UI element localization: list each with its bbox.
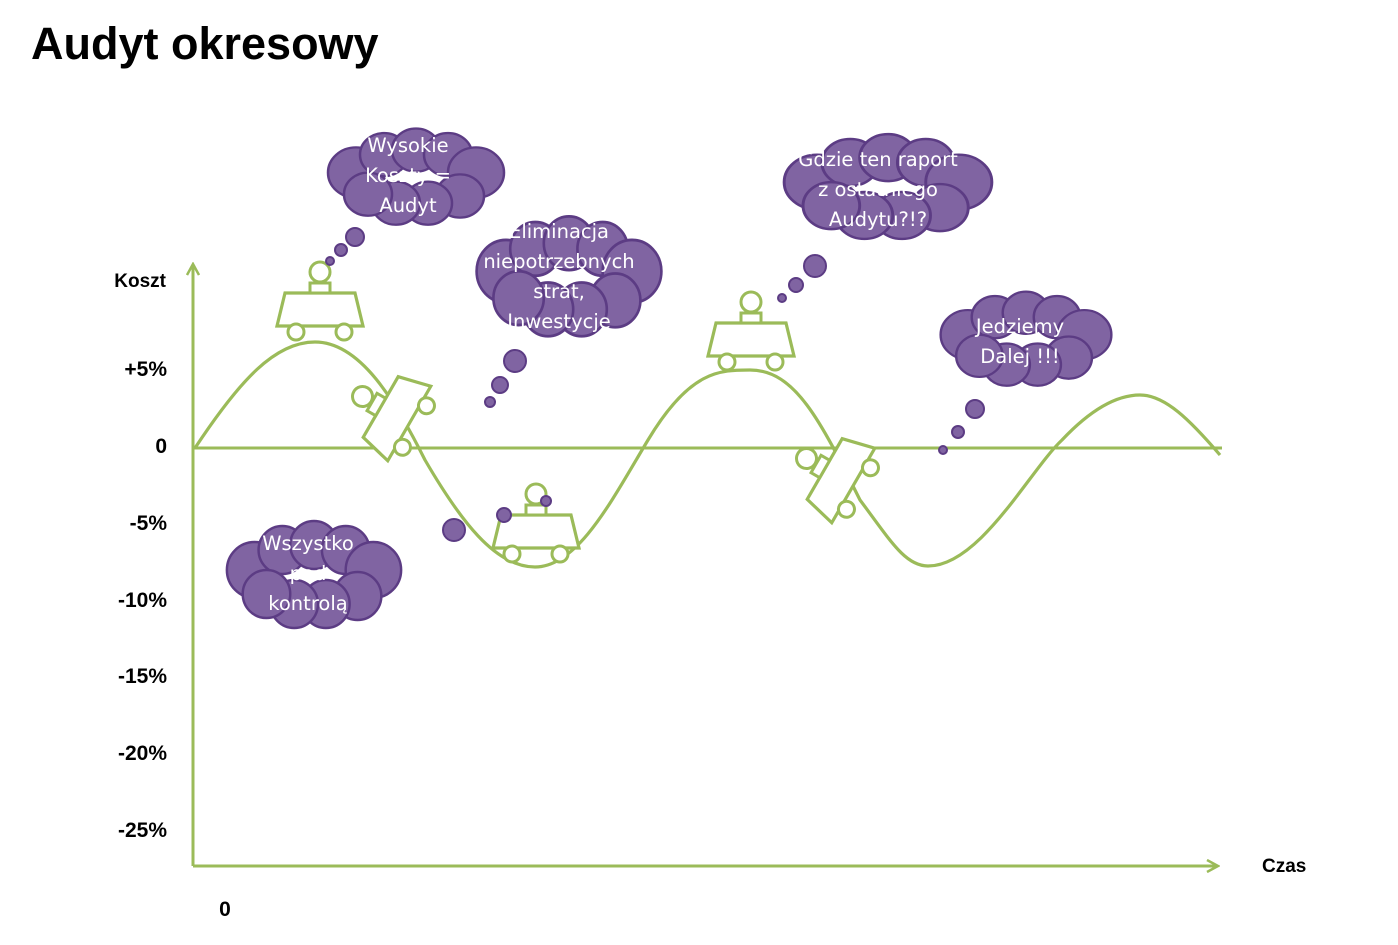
- y-tick-label: +5%: [124, 358, 167, 381]
- car-icon: [275, 260, 365, 342]
- svg-text:Audyt: Audyt: [379, 194, 437, 217]
- car-icon: [706, 290, 796, 372]
- svg-text:Audytu?!?: Audytu?!?: [829, 208, 927, 231]
- cost-wave-curve: [193, 340, 1222, 569]
- y-tick-label: 0: [155, 435, 167, 458]
- svg-text:Eliminacja: Eliminacja: [509, 220, 609, 243]
- bubble-text-4: Jedziemy Dalej !!!: [974, 315, 1064, 368]
- x-origin-label: 0: [219, 898, 231, 921]
- svg-text:Dalej !!!: Dalej !!!: [980, 345, 1059, 368]
- y-tick-labels: +5% 0 -5% -10% -15% -20% -25%: [118, 358, 167, 842]
- page-title: Audyt okresowy: [31, 18, 379, 69]
- svg-text:Inwestycje: Inwestycje: [507, 310, 611, 333]
- thought-dots: [325, 227, 985, 542]
- bubble-text-5: Wszystko pod kontrolą: [262, 532, 354, 615]
- svg-text:pod: pod: [290, 562, 327, 585]
- svg-text:kontrolą: kontrolą: [268, 592, 347, 615]
- svg-text:Wszystko: Wszystko: [262, 532, 354, 555]
- bubble-text-1: Wysokie Koszty = Audyt: [365, 134, 451, 217]
- car-icon: [330, 352, 445, 470]
- bubble-text-2: Eliminacja niepotrzebnych strat, Inwesty…: [483, 220, 634, 333]
- y-axis-label: Koszt: [114, 271, 166, 292]
- y-tick-label: -5%: [130, 512, 168, 535]
- y-tick-label: -10%: [118, 589, 167, 612]
- svg-text:strat,: strat,: [533, 280, 585, 303]
- bubble-text-3: Gdzie ten raport z ostatniego Audytu?!?: [798, 148, 958, 231]
- svg-text:z ostatniego: z ostatniego: [818, 178, 938, 201]
- y-tick-label: -20%: [118, 742, 167, 765]
- svg-text:niepotrzebnych: niepotrzebnych: [483, 250, 634, 273]
- y-tick-label: -25%: [118, 819, 167, 842]
- y-tick-label: -15%: [118, 665, 167, 688]
- svg-text:Koszty =: Koszty =: [365, 164, 451, 187]
- x-axis-label: Czas: [1262, 856, 1306, 877]
- svg-text:Gdzie ten raport: Gdzie ten raport: [798, 148, 958, 171]
- car-icon: [491, 482, 581, 564]
- svg-text:Jedziemy: Jedziemy: [974, 315, 1064, 338]
- thought-bubble-cloud: [939, 290, 1113, 387]
- svg-text:Wysokie: Wysokie: [367, 134, 448, 157]
